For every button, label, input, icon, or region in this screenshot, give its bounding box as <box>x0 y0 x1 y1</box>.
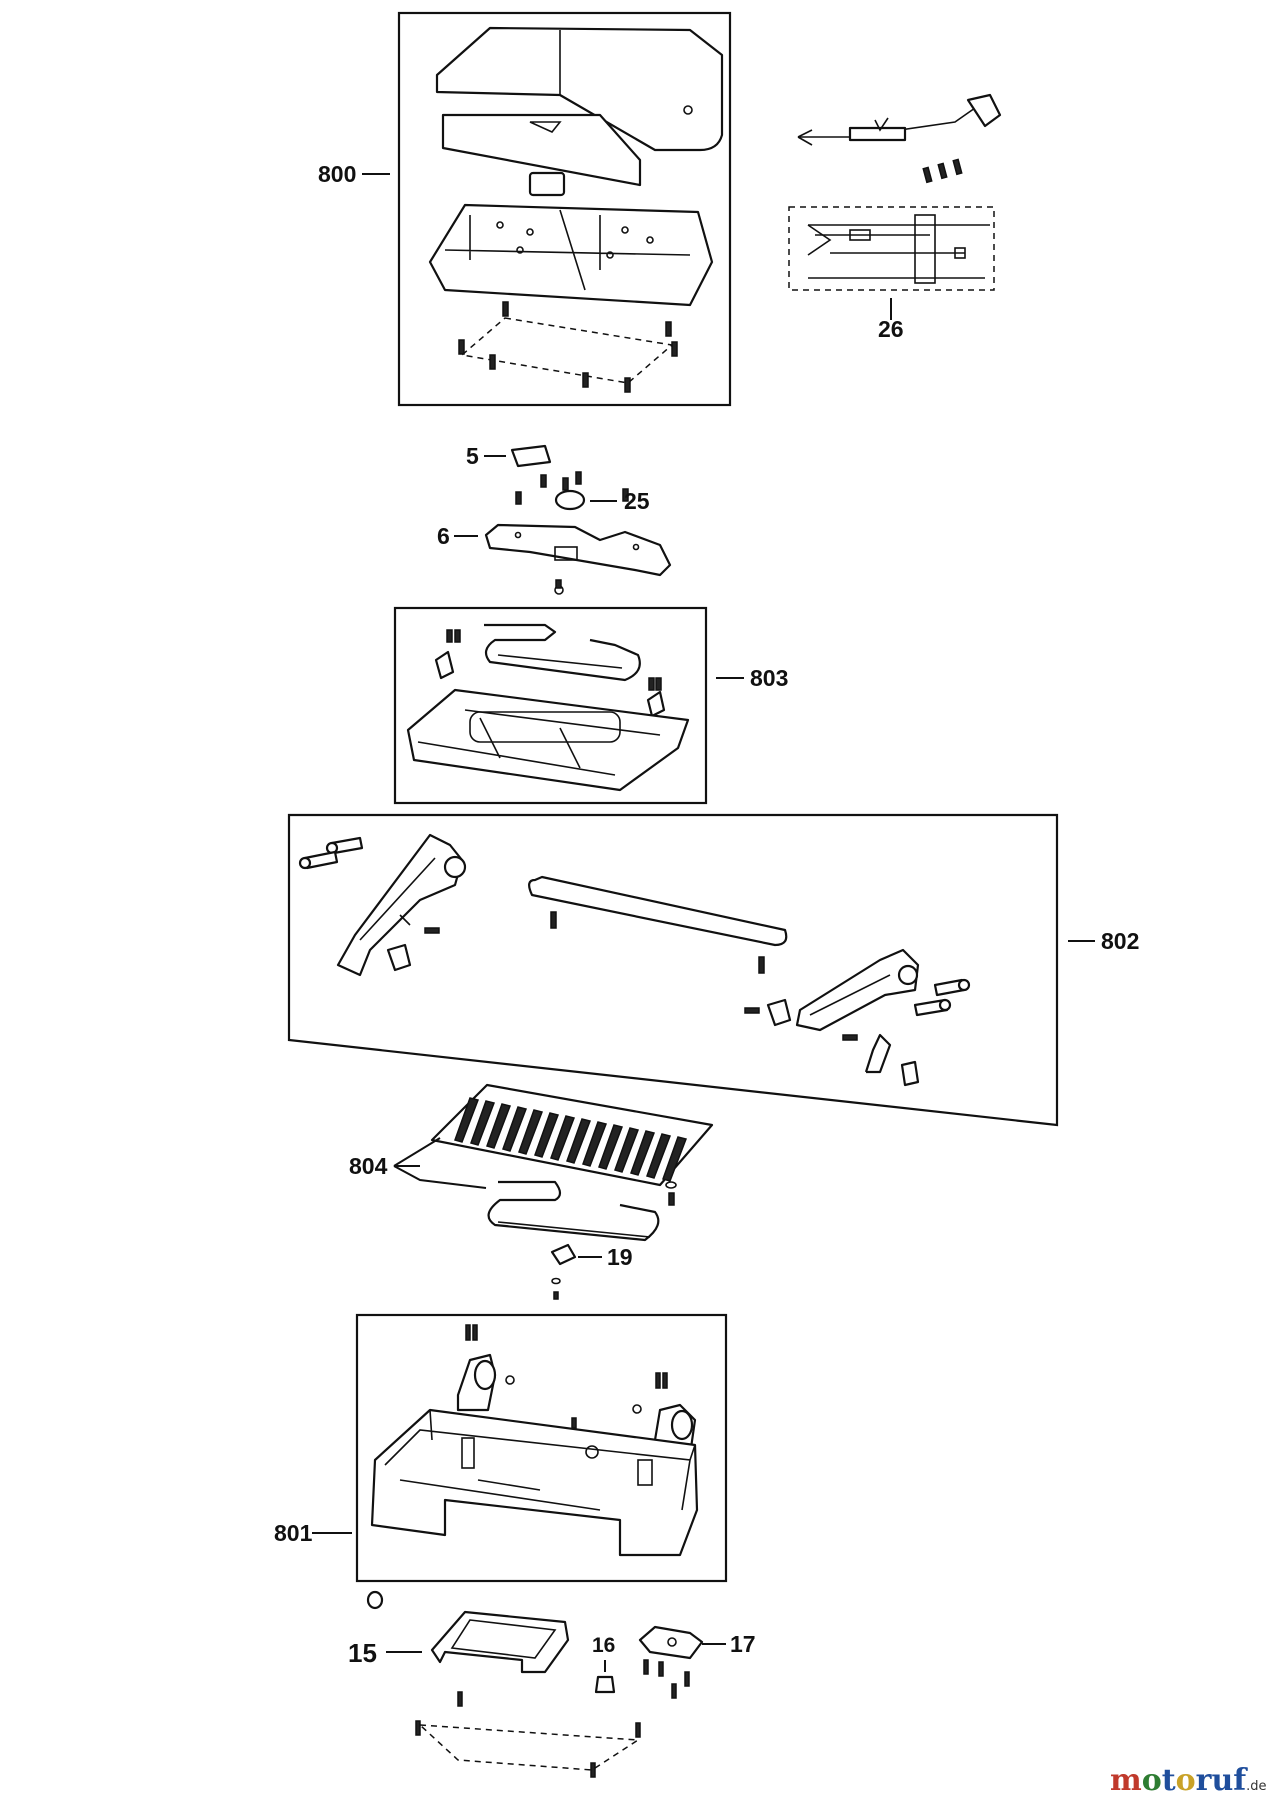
assembly-801-base <box>355 1313 728 1583</box>
callout-801: 801 <box>274 1520 313 1546</box>
clip-part <box>528 171 566 197</box>
power-plug <box>966 93 1002 128</box>
callout-15: 15 <box>348 1638 377 1668</box>
grill-heating-element <box>487 1180 660 1242</box>
grill-ribs <box>454 1097 688 1182</box>
hinge-rod <box>528 875 788 947</box>
heater-tray <box>406 688 690 792</box>
bottom-screws <box>415 1691 641 1778</box>
assembly-802-hinge <box>287 813 1059 1127</box>
wiring-box-26 <box>788 206 995 291</box>
logo-letter: u <box>1211 1763 1233 1798</box>
group-box-802 <box>287 813 1059 1127</box>
callout-800: 800 <box>318 161 356 187</box>
cable-assembly-26 <box>788 93 1002 291</box>
logo-letter: f <box>1233 1763 1248 1798</box>
assembly-804-grill <box>430 1083 714 1242</box>
part-16-foot <box>594 1675 616 1694</box>
assembly-800-lid <box>397 11 732 407</box>
base-housing <box>370 1408 699 1557</box>
callout-26: 26 <box>878 316 904 342</box>
part-6-bracket-plate <box>484 523 672 595</box>
right-arm <box>795 948 920 1032</box>
screws-800 <box>458 301 678 393</box>
screw-pattern-800 <box>460 317 674 384</box>
part-25-thermostat <box>515 471 629 511</box>
left-pins <box>298 836 364 870</box>
logo-letter: o <box>1142 1763 1162 1798</box>
callout-17: 17 <box>730 1631 756 1657</box>
callout-16: 16 <box>592 1634 615 1657</box>
logo-text: motoruf.de <box>1110 1763 1267 1798</box>
callout-804: 804 <box>349 1153 388 1179</box>
heating-element <box>484 623 641 682</box>
part-19-connector <box>550 1243 577 1300</box>
callout-802: 802 <box>1101 928 1139 954</box>
lid-shield <box>441 113 642 187</box>
assembly-803-heater <box>393 606 708 805</box>
callout-5: 5 <box>466 443 479 469</box>
cable-screws <box>922 158 963 184</box>
part-15-drip-tray <box>366 1590 570 1674</box>
drip-tray <box>430 1610 570 1674</box>
callout-803: 803 <box>750 665 788 691</box>
part-17-switch <box>638 1625 704 1699</box>
callout-19: 19 <box>607 1244 633 1270</box>
logo-letter: m <box>1110 1763 1142 1798</box>
logo-letter: r <box>1196 1763 1213 1798</box>
logo-letter: t <box>1162 1763 1176 1798</box>
lid-base-tray <box>428 203 714 307</box>
wiring-harness <box>807 214 990 284</box>
logo-letter: o <box>1176 1763 1196 1798</box>
callout-6: 6 <box>437 523 450 549</box>
right-bracket <box>864 1033 892 1074</box>
logo-brand: motoruf <box>1110 1763 1248 1798</box>
part-5-plate <box>510 444 552 468</box>
callout-25: 25 <box>624 488 650 514</box>
motoruf-logo: motoruf.de <box>1110 1763 1267 1798</box>
group-box-803 <box>393 606 708 805</box>
group-box-801 <box>355 1313 728 1583</box>
right-pins <box>913 978 971 1017</box>
group-box-800 <box>397 11 732 407</box>
